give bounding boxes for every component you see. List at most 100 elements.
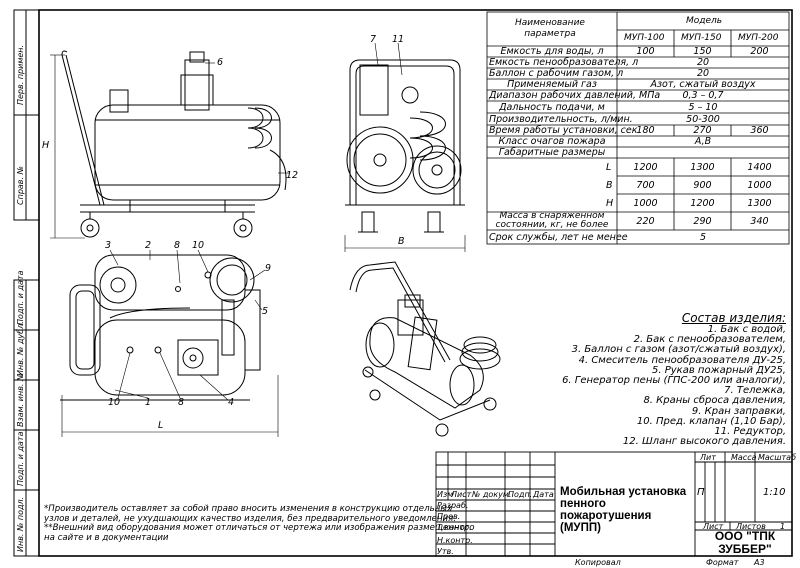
composition-item: 5. Рукав пожарный ДУ25, [652,364,786,376]
tb-format: А3 [754,558,765,567]
spec-row-label: Габаритные размеры [498,147,606,158]
side-label: Перв. примен. [16,44,25,105]
callout-label: 9 [265,263,272,274]
tb-format-label: Формат [706,558,739,567]
composition-item: 10. Пред. клапан (1,10 Бар), [636,415,786,427]
footnote-line: *Производитель оставляет за собой право … [44,504,453,514]
composition-item: 2. Бак с пенообразователем, [633,334,786,346]
callout-label: 11 [392,34,405,45]
tb-col-izm: Изм [437,490,454,499]
spec-row-label: Производительность, л/мин. [489,113,633,125]
spec-row-label: L [606,161,612,173]
spec-row-label: Класс очагов пожара [498,136,606,147]
footnotes: *Производитель оставляет за собой право … [44,504,475,543]
tb-role: Пров. [437,512,461,521]
tb-sheets-header: Листов [736,522,766,531]
spec-cell: 180 [636,125,655,136]
tb-col-sign: Подп. [508,490,533,499]
spec-cell-merged: 0,3 – 0,7 [682,90,724,101]
spec-cell-merged: 5 – 10 [688,101,718,113]
composition-item: 12. Шланг высокого давления. [622,436,786,448]
spec-cell-merged: A,B [694,136,712,147]
title-block-grid [435,451,793,557]
tb-role: Т.контр. [437,523,472,532]
spec-cell: 1400 [747,161,772,173]
composition-item: 1. Бак с водой, [707,324,786,335]
tb-scale-header: Масштаб [758,453,797,462]
spec-cell: 290 [693,215,712,227]
tb-col-list: Лист [451,490,472,499]
spec-row-label: Срок службы, лет не менее [489,231,628,243]
composition-item: 6. Генератор пены (ГПС-200 или аналоги), [562,375,786,387]
spec-row-label: Время работы установки, сек [489,125,638,136]
dimension-b: B [398,236,405,247]
spec-cell: 900 [693,179,712,191]
model-name: МУП-100 [624,33,665,43]
spec-row-label: B [606,179,613,191]
composition-item: 8. Краны сброса давления, [643,395,786,407]
spec-cell: 100 [636,46,655,57]
composition-item: 9. Кран заправки, [691,405,786,417]
tb-role: Н.контр. [437,536,473,545]
spec-table-grid [486,11,790,245]
spec-cell: 270 [693,125,712,136]
composition-item: 11. Редуктор, [714,426,786,438]
spec-row-label: Масса в снаряженном состоянии, кг, не бо… [495,211,609,230]
spec-cell: 1200 [690,197,715,209]
spec-cell: 1300 [747,197,772,209]
callout-label: 12 [286,170,299,181]
callout-label: 1 [145,397,152,408]
side-label: Справ. № [16,166,25,205]
callout-label: 8 [174,240,181,251]
dimension-l: L [158,420,164,431]
model-name: МУП-200 [738,33,779,43]
side-view-drawing [345,42,465,233]
callout-label: 3 [105,240,112,251]
composition-item: 3. Баллон с газом (азот/сжатый воздух), [571,344,786,356]
spec-cell: 340 [750,215,769,227]
spec-cell: 1000 [633,197,658,209]
side-label: Инв. № дубл. [16,321,25,376]
footnote-line: узлов и деталей, не ухудшающих качество … [44,513,457,524]
spec-cell-merged: 5 [699,231,707,243]
spec-cell: 220 [636,215,655,227]
spec-row-label: Емкость для воды, л [500,46,604,57]
tb-scale: 1:10 [763,487,786,498]
spec-row-label: Емкость пенообразователя, л [489,57,639,68]
callout-label: 2 [145,240,152,251]
callout-label: 4 [228,397,235,408]
composition-title: Состав изделия: [681,311,786,325]
spec-cell: 200 [750,46,769,57]
tb-col-doc: № докум. [472,490,512,499]
spec-row-label: Дальность подачи, м [499,101,605,113]
drawing-title: Мобильная установка пенного пожаротушени… [560,486,687,534]
spec-cell: 1300 [690,161,715,173]
spec-cell: 1000 [747,179,772,191]
tb-col-date: Дата [533,490,554,499]
callout-label: 8 [178,397,185,408]
model-name: МУП-150 [681,33,722,43]
spec-cell: 360 [750,125,769,136]
spec-cell: 150 [693,46,712,57]
side-label: Подп. и дата [16,270,25,326]
company-name: ООО "ТПК ЗУББЕР" [714,529,776,556]
callout-label: 10 [108,397,121,408]
spec-row-label: Баллон с рабочим газом, л [489,68,624,79]
spec-row-label: H [606,197,614,209]
dimension-h: H [42,140,50,151]
top-view-drawing [60,249,266,401]
model-header: Модель [686,16,723,26]
spec-cell-merged: 50-300 [686,113,720,125]
tb-sheet-header: Лист [703,522,724,531]
side-label: Подп. и дата [16,431,25,487]
spec-cell-merged: 20 [696,68,710,79]
callout-label: 5 [262,306,269,317]
tb-litera: П [697,487,705,498]
side-label: Взам. инв. № [16,372,25,427]
tb-role: Утв. [437,547,454,556]
spec-cell: 1200 [633,161,658,173]
footnote-line: **Внешний вид оборудования может отличат… [44,523,475,534]
side-label: Инв. № подл. [16,496,25,552]
tb-copied: Копировал [575,558,621,567]
